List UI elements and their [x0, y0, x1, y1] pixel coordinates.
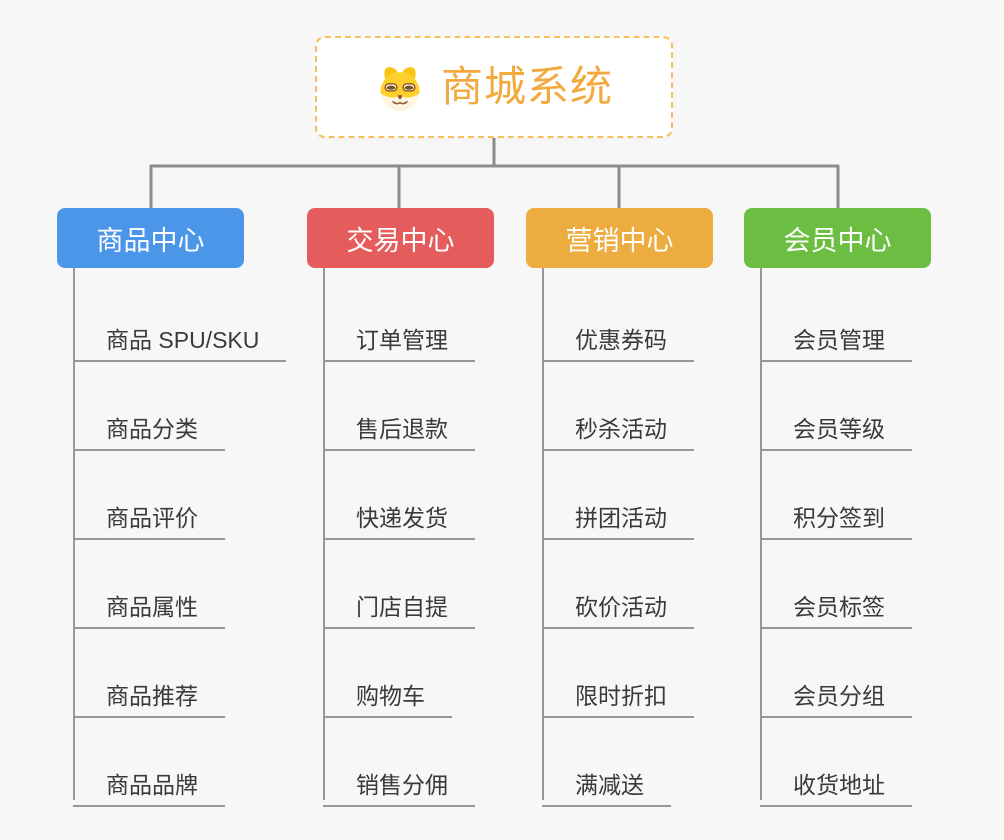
leaf-node[interactable]: 收货地址: [760, 754, 912, 807]
branch-spine: [323, 268, 325, 800]
branch-trade-center: 交易中心 订单管理 售后退款 快递发货 门店自提 购物车 销售分佣: [307, 208, 567, 818]
leaf-node[interactable]: 订单管理: [323, 309, 475, 362]
root-node[interactable]: 商城系统: [315, 36, 673, 138]
leaf-node[interactable]: 优惠券码: [542, 309, 694, 362]
leaf-node[interactable]: 商品 SPU/SKU: [73, 309, 287, 362]
branch-header-trade-center[interactable]: 交易中心: [307, 208, 494, 268]
branch-header-marketing-center[interactable]: 营销中心: [526, 208, 713, 268]
branch-marketing-center: 营销中心 优惠券码 秒杀活动 拼团活动 砍价活动 限时折扣 满减送: [526, 208, 786, 818]
leaf-node[interactable]: 销售分佣: [323, 754, 475, 807]
leaf-node[interactable]: 快递发货: [323, 487, 475, 540]
leaf-node[interactable]: 会员等级: [760, 398, 912, 451]
leaf-node[interactable]: 购物车: [323, 665, 452, 718]
branch-header-member-center[interactable]: 会员中心: [744, 208, 931, 268]
branch-product-center: 商品中心 商品 SPU/SKU 商品分类 商品评价 商品属性 商品推荐 商品品牌: [57, 208, 317, 818]
leaf-node[interactable]: 限时折扣: [542, 665, 694, 718]
dog-face-icon: [375, 60, 425, 114]
branch-member-center: 会员中心 会员管理 会员等级 积分签到 会员标签 会员分组 收货地址: [744, 208, 1004, 818]
leaf-node[interactable]: 砍价活动: [542, 576, 694, 629]
leaf-node[interactable]: 商品品牌: [73, 754, 225, 807]
leaf-node[interactable]: 商品推荐: [73, 665, 225, 718]
branch-spine: [542, 268, 544, 800]
leaf-node[interactable]: 会员分组: [760, 665, 912, 718]
leaf-node[interactable]: 售后退款: [323, 398, 475, 451]
branch-rail-line: [149, 164, 840, 208]
leaf-node[interactable]: 满减送: [542, 754, 671, 807]
leaf-node[interactable]: 积分签到: [760, 487, 912, 540]
branch-spine: [760, 268, 762, 800]
branch-spine: [73, 268, 75, 800]
branch-header-product-center[interactable]: 商品中心: [57, 208, 244, 268]
leaf-node[interactable]: 会员管理: [760, 309, 912, 362]
leaf-node[interactable]: 商品评价: [73, 487, 225, 540]
leaf-node[interactable]: 门店自提: [323, 576, 475, 629]
leaf-node[interactable]: 商品属性: [73, 576, 225, 629]
leaf-node[interactable]: 商品分类: [73, 398, 225, 451]
leaf-node[interactable]: 拼团活动: [542, 487, 694, 540]
leaf-node[interactable]: 秒杀活动: [542, 398, 694, 451]
leaf-node[interactable]: 会员标签: [760, 576, 912, 629]
root-title: 商城系统: [440, 63, 613, 110]
